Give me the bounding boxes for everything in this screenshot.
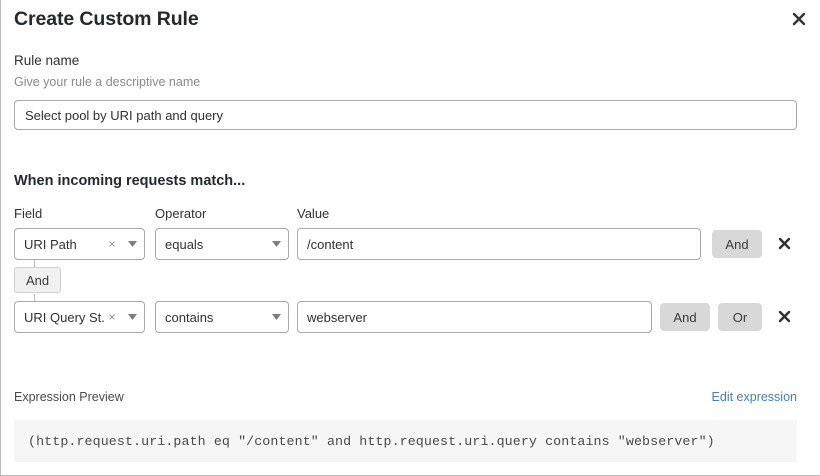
field-select-row-2[interactable]: URI Query St... × xyxy=(14,301,145,333)
rule-name-description: Give your rule a descriptive name xyxy=(14,75,201,89)
expression-preview-label: Expression Preview xyxy=(14,390,124,404)
condition-row: URI Path × equals And xyxy=(0,228,820,260)
close-icon xyxy=(792,12,806,26)
value-input-row-2[interactable] xyxy=(297,301,652,333)
add-and-condition-row-2[interactable]: And xyxy=(660,303,710,331)
field-select-value: URI Path xyxy=(24,236,77,252)
condition-connector: And xyxy=(14,260,134,301)
field-select-value: URI Query St... xyxy=(24,309,104,325)
edit-expression-link[interactable]: Edit expression xyxy=(711,390,797,404)
close-dialog-button[interactable] xyxy=(786,6,812,32)
operator-select-row-1[interactable]: equals xyxy=(155,228,289,260)
expression-preview-box: (http.request.uri.path eq "/content" and… xyxy=(14,420,797,462)
add-or-condition-row-2[interactable]: Or xyxy=(718,303,762,331)
close-icon xyxy=(778,237,791,250)
column-header-field: Field xyxy=(14,206,43,221)
chevron-down-icon[interactable] xyxy=(120,314,144,320)
expression-preview-text: (http.request.uri.path eq "/content" and… xyxy=(28,433,715,449)
rule-name-label: Rule name xyxy=(14,53,80,68)
delete-condition-row-2[interactable] xyxy=(774,305,794,327)
connector-logic-chip[interactable]: And xyxy=(14,267,62,293)
clear-icon[interactable]: × xyxy=(108,310,116,324)
match-section-heading: When incoming requests match... xyxy=(14,173,246,189)
delete-condition-row-1[interactable] xyxy=(774,232,794,254)
connector-line-top xyxy=(34,260,35,267)
clear-icon[interactable]: × xyxy=(108,237,116,251)
column-header-operator: Operator xyxy=(155,206,207,221)
page-title: Create Custom Rule xyxy=(14,8,199,30)
condition-row: URI Query St... × contains And Or xyxy=(0,301,820,333)
operator-select-row-2[interactable]: contains xyxy=(155,301,289,333)
connector-line-bottom xyxy=(34,294,35,301)
field-select-row-1[interactable]: URI Path × xyxy=(14,228,145,260)
value-input-row-1[interactable] xyxy=(297,228,701,260)
column-header-value: Value xyxy=(297,206,330,221)
chevron-down-icon[interactable] xyxy=(120,241,144,247)
chevron-down-icon[interactable] xyxy=(264,241,288,247)
add-and-condition-row-1[interactable]: And xyxy=(712,230,762,258)
chevron-down-icon[interactable] xyxy=(264,314,288,320)
operator-select-value: equals xyxy=(165,236,204,252)
close-icon xyxy=(778,310,791,323)
operator-select-value: contains xyxy=(165,309,214,325)
rule-name-input[interactable] xyxy=(14,100,797,130)
